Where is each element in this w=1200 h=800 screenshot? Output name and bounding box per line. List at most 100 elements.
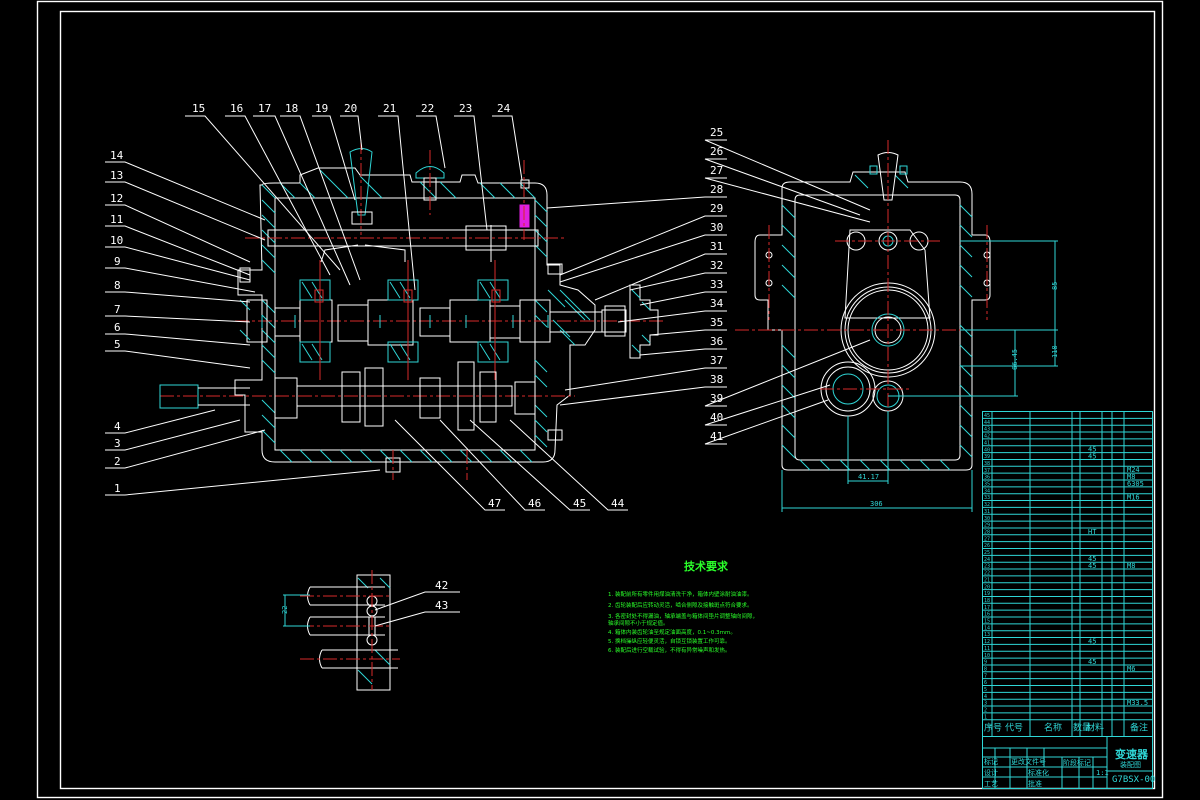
parts-row-seq: 18	[984, 598, 990, 604]
stage-label: 阶段标记	[1063, 758, 1091, 767]
callout-26: 26	[710, 145, 723, 158]
callout-16: 16	[230, 102, 243, 115]
callout-6: 6	[114, 321, 121, 334]
drawing-title: 变速器	[1115, 747, 1149, 761]
parts-row-seq: 5	[984, 687, 987, 693]
callout-25: 25	[710, 126, 723, 139]
callout-21: 21	[383, 102, 396, 115]
callout-4: 4	[114, 420, 121, 433]
callout-labels-left: 14 13 12 11 10 9 8 7 6 5 4 3 2 1	[110, 149, 124, 495]
callout-7: 7	[114, 303, 121, 316]
parts-list-table: 4544434241403938373635343332313029282726…	[982, 411, 1153, 737]
requirement-item: 轴承间隙不小于规定值。	[608, 619, 669, 627]
parts-row-seq: 16	[984, 612, 990, 618]
callout-5: 5	[114, 338, 121, 351]
title-block-role: 工艺	[984, 780, 998, 788]
parts-row-seq: 34	[984, 488, 990, 494]
parts-list-header-cell: 数量	[1073, 722, 1091, 734]
front-section-view	[159, 140, 665, 480]
dimension-offset: 66.45	[1011, 349, 1019, 370]
requirement-item: 6. 装配后进行空载试验，不得有异常噪声和发热。	[608, 646, 731, 654]
technical-requirements: 技术要求 1. 装配前所有零件用煤油清洗干净，箱体内壁涂耐油油漆。 2. 齿轮装…	[608, 559, 758, 654]
callout-17: 17	[258, 102, 271, 115]
inner-sheet-frame	[59, 10, 1156, 790]
parts-row-seq: 38	[984, 461, 990, 467]
requirement-item: 4. 箱体内装齿轮油至规定油面高度，0.1~0.3mm。	[608, 628, 736, 636]
dimension-height-upper: 85	[1051, 282, 1059, 290]
dimension-detail-pitch: 22	[281, 606, 289, 614]
callout-32: 32	[710, 259, 723, 272]
callout-22: 22	[421, 102, 434, 115]
parts-row-seq: 25	[984, 550, 990, 556]
parts-row-seq: 20	[984, 584, 990, 590]
requirement-item: 3. 各密封处不得漏油，轴承端盖与箱体间垫片调整轴向间隙，	[608, 612, 758, 620]
callout-30: 30	[710, 221, 723, 234]
parts-row-seq: 11	[984, 646, 990, 652]
technical-requirements-heading: 技术要求	[684, 559, 729, 573]
parts-row-remark: M6	[1127, 665, 1135, 673]
title-block-role: 批准	[1028, 779, 1042, 788]
callout-15: 15	[192, 102, 205, 115]
callout-29: 29	[710, 202, 723, 215]
callout-labels-top: 15 16 17 18 19 20 21 22 23 24	[192, 102, 511, 115]
parts-row-seq: 31	[984, 509, 990, 515]
parts-row-seq: 28	[984, 529, 990, 535]
requirement-item: 2. 齿轮装配后应转动灵活，啮合侧隙及接触斑点符合要求。	[608, 601, 753, 609]
callout-8: 8	[114, 279, 121, 292]
parts-row-material: 45	[1088, 562, 1096, 570]
parts-row-material: HT	[1088, 528, 1097, 536]
parts-row-seq: 9	[984, 660, 987, 666]
parts-row-remark: M33.5	[1127, 699, 1148, 707]
parts-row-seq: 15	[984, 619, 990, 625]
callout-35: 35	[710, 316, 723, 329]
callout-labels-detail: 42 43	[435, 579, 448, 612]
callout-leaders	[105, 115, 871, 627]
title-block-role: 标准化	[1028, 768, 1049, 777]
parts-row-remark: M24	[1127, 466, 1140, 474]
parts-row-seq: 43	[984, 427, 990, 433]
parts-list-header-cell: 序号	[984, 722, 1002, 734]
parts-row-seq: 35	[984, 482, 990, 488]
parts-row-seq: 21	[984, 577, 990, 583]
callout-40: 40	[710, 411, 723, 424]
parts-row-seq: 26	[984, 543, 990, 549]
requirement-item: 1. 装配前所有零件用煤油清洗干净，箱体内壁涂耐油油漆。	[608, 590, 753, 598]
parts-row-material: 45	[1088, 452, 1096, 460]
callout-33: 33	[710, 278, 723, 291]
callout-10: 10	[110, 234, 123, 247]
parts-row-seq: 33	[984, 495, 990, 501]
title-block-sign-label: 更改文件号	[1011, 757, 1046, 766]
parts-list-header-cell: 代号	[1005, 723, 1023, 734]
callout-9: 9	[114, 255, 121, 268]
parts-row-material: 45	[1088, 637, 1096, 645]
parts-row-seq: 1	[984, 714, 987, 720]
callout-37: 37	[710, 354, 723, 367]
parts-row-seq: 4	[984, 694, 987, 700]
parts-row-remark: M16	[1127, 494, 1140, 502]
parts-row-seq: 12	[984, 639, 990, 645]
callout-42: 42	[435, 579, 448, 592]
callout-46: 46	[528, 497, 541, 510]
parts-row-seq: 17	[984, 605, 990, 611]
callout-34: 34	[710, 297, 724, 310]
scale-value: 1:1	[1096, 769, 1109, 777]
callout-labels-bottom: 47 46 45 44	[488, 497, 625, 510]
parts-list-header-cell: 材料	[1086, 722, 1104, 734]
callout-44: 44	[611, 497, 625, 510]
title-block: 标记 更改文件号 设计 标准化 工艺 批准 阶段标记 1:1 变速器 装配图 G…	[982, 736, 1155, 789]
parts-row-seq: 27	[984, 536, 990, 542]
parts-row-seq: 40	[984, 447, 990, 453]
parts-row-seq: 13	[984, 632, 990, 638]
callout-41: 41	[710, 430, 723, 443]
parts-row-seq: 39	[984, 454, 990, 460]
parts-row-material: 45	[1088, 446, 1096, 454]
dimension-height-lower: 118	[1051, 345, 1059, 358]
callout-23: 23	[459, 102, 472, 115]
side-section-view: 306 41.17 85 118 66.45	[735, 140, 1059, 512]
requirement-item: 5. 换档操纵应轻便灵活，自锁互锁装置工作可靠。	[608, 637, 731, 645]
callout-19: 19	[315, 102, 328, 115]
title-block-role: 设计	[984, 768, 998, 777]
parts-row-seq: 44	[984, 420, 990, 426]
drawing-number: G7BSX-00	[1112, 775, 1155, 785]
